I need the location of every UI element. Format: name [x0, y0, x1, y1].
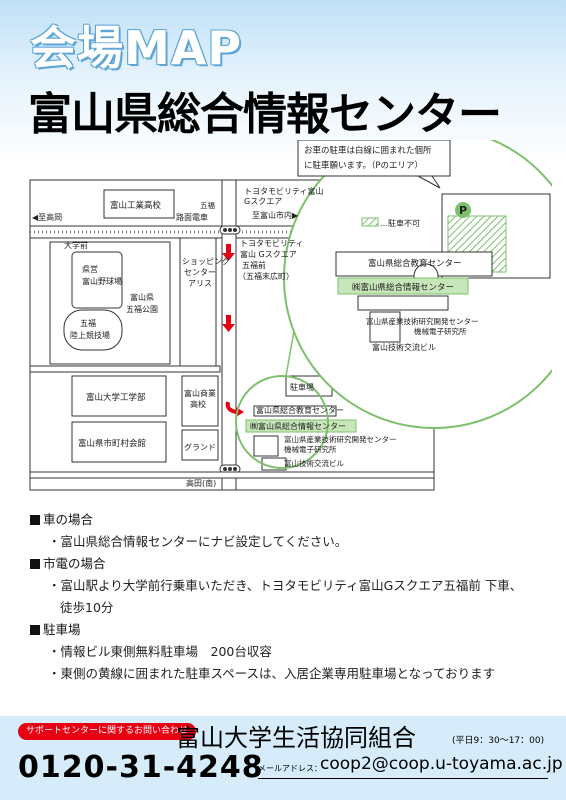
shoko-label-2: 高校 — [190, 399, 206, 409]
venue-map: P …駐車不可 お車の駐車は白線に囲まれた個所 に駐車願います。（Pのエリア） … — [29, 140, 552, 491]
info-center-label: ㈱富山県総合情報センター — [250, 421, 346, 431]
stadium-label: 五福 — [80, 319, 96, 328]
toyota-stop-label-4: （五福末広町） — [238, 271, 294, 281]
highlight-circle — [235, 375, 329, 469]
parking-callout — [297, 140, 451, 177]
header-banner — [0, 0, 566, 165]
industry-label: 富山県産業技術研究開発センター — [284, 434, 397, 444]
mail-address[interactable]: coop2@coop.u-toyama.ac.jp — [320, 754, 563, 774]
shoko-label: 富山商業 — [184, 388, 216, 398]
parking-heading: 駐車場 — [30, 623, 550, 646]
zoom-info-label: ㈱富山県総合情報センター — [352, 282, 454, 293]
to-takaoka-label: ◀至高岡 — [32, 212, 62, 222]
traffic-signal-icon — [219, 225, 241, 235]
gofuku-park-label: 富山県 — [130, 292, 154, 302]
tram-text: ・富山駅より大学前行乗車いただき、トヨタモビリティ富山Gスクエア五福前 下車、 — [48, 578, 523, 593]
route-arrow-icon — [222, 244, 235, 261]
parking-text-2: ・東側の黄線に囲まれた駐車スペースは、入居企業専用駐車場となっております — [48, 666, 496, 681]
car-heading: 車の場合 — [30, 513, 550, 536]
municipal-label: 富山県市町村会館 — [78, 438, 146, 449]
toyota-stop-label: トヨタモビリティ — [240, 239, 304, 248]
callout-line-2: に駐車願います。（Pのエリア） — [304, 160, 423, 171]
tram-heading: 市電の場合 — [30, 557, 550, 580]
to-toyama-label: 至富山市内▶ — [252, 210, 299, 220]
zoom-exchange-label: 富山技術交流ビル — [372, 342, 436, 352]
shopping-label: ショッピング — [182, 256, 230, 266]
baseball-label-2: 富山野球場 — [82, 276, 122, 286]
traffic-signal-icon — [219, 464, 241, 474]
tram-label: 路面電車 — [176, 212, 208, 222]
tram-text-2: 徒歩10分 — [60, 600, 114, 615]
gofuku-station-label: 五福 — [200, 201, 215, 210]
toyota-top-label: トヨタモビリティ富山 — [244, 186, 324, 196]
page-title-en: 会場MAP — [30, 21, 243, 75]
takada-label: 高田(南) — [186, 478, 216, 488]
gofuku-park-label-2: 五福公園 — [126, 305, 158, 314]
baseball-label: 県営 — [82, 264, 98, 274]
phone-number[interactable]: 0120-31-4248 — [18, 750, 264, 785]
coop-name: 富山大学生活協同組合 — [176, 724, 416, 752]
parking-lot-label: 駐車場 — [290, 382, 314, 392]
zoom-industry-sub: 機械電子研究所 — [414, 326, 467, 336]
industry-label-2: 機械電子研究所 — [284, 444, 337, 454]
shopping-label-2: センター — [184, 268, 216, 277]
toyota-top-label-2: Gスクエア — [244, 197, 282, 206]
zoom-industry-label: 富山県産業技術研究開発センター — [366, 316, 479, 326]
shopping-label-3: アリス — [188, 279, 212, 288]
page-title: 富山県総合情報センター — [28, 89, 502, 140]
exchange-label: 富山技術交流ビル — [284, 458, 344, 468]
toyota-stop-label-2: 富山 Gスクエア — [240, 249, 297, 259]
parking-mark: P — [459, 204, 467, 217]
daigakumae-label: 大学前 — [64, 240, 88, 250]
coop-hours: (平日9：30〜17：00) — [452, 736, 545, 746]
no-parking-label: …駐車不可 — [380, 218, 420, 228]
toyota-stop-label-3: 五福前 — [242, 260, 266, 270]
stadium-label-2: 陸上競技場 — [70, 330, 110, 340]
mail-label: メールアドレス： — [258, 764, 322, 773]
support-badge: サポートセンターに関するお問い合わせ — [18, 723, 197, 740]
car-text: ・富山県総合情報センターにナビ設定してください。 — [48, 534, 348, 549]
engineering-label: 富山大学工学部 — [86, 392, 146, 403]
access-info: 車の場合 ・富山県総合情報センターにナビ設定してください。 市電の場合 ・富山駅… — [30, 513, 550, 690]
route-arrow-icon — [222, 315, 235, 332]
divider — [258, 778, 548, 779]
education-label: 富山県総合教育センター — [256, 405, 344, 415]
route-arrow-icon — [225, 401, 237, 414]
zoom-education-label: 富山県総合教育センター — [368, 258, 462, 269]
industrial-school-label: 富山工業高校 — [110, 200, 162, 211]
parking-text: ・情報ビル東側無料駐車場 200台収容 — [48, 644, 272, 659]
callout-line-1: お車の駐車は白線に囲まれた個所 — [304, 145, 432, 156]
parking-icon — [455, 202, 471, 218]
ground-label: グランド — [184, 442, 216, 452]
